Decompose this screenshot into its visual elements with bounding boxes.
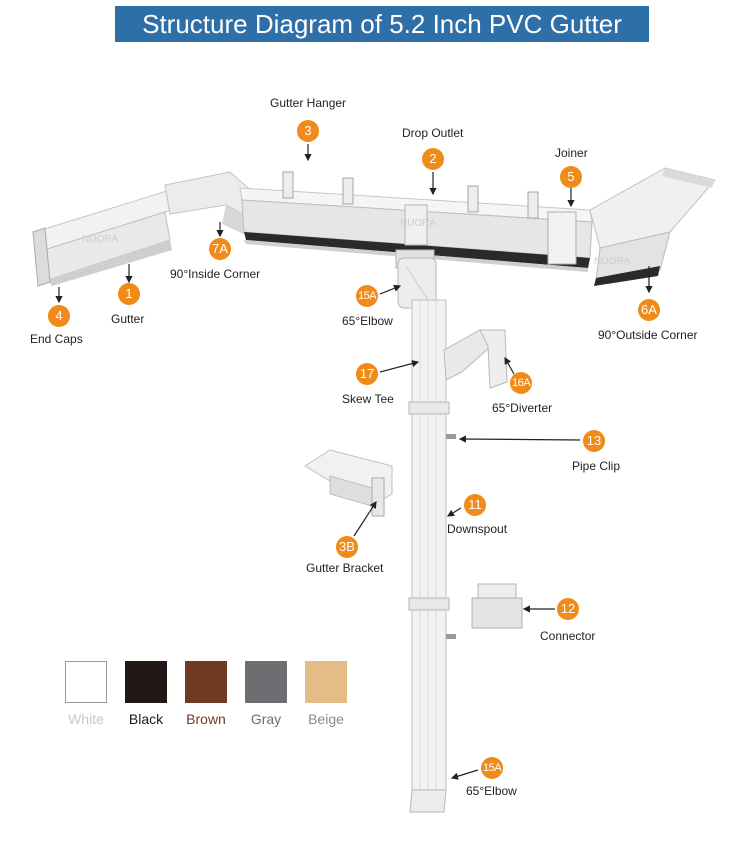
part-label: Gutter Hanger bbox=[270, 96, 347, 110]
skew-tee-and-diverter bbox=[443, 329, 508, 389]
joiner-piece bbox=[547, 211, 577, 265]
title-banner: Structure Diagram of 5.2 Inch PVC Gutter bbox=[115, 6, 649, 42]
part-number-badge: 11 bbox=[464, 494, 486, 516]
part-label: Skew Tee bbox=[342, 392, 394, 406]
part-label: Gutter Bracket bbox=[306, 561, 384, 575]
part-label: End Caps bbox=[30, 332, 83, 346]
color-swatch-black bbox=[125, 661, 167, 703]
part-label: Downspout bbox=[447, 522, 508, 536]
color-swatch-beige bbox=[305, 661, 347, 703]
color-name: Gray bbox=[250, 711, 282, 727]
color-name: Black bbox=[128, 711, 164, 727]
part-number-badge: 15A bbox=[481, 757, 503, 779]
part-number-badge: 1 bbox=[118, 283, 140, 305]
part-number-badge: 4 bbox=[48, 305, 70, 327]
part-number-badge: 15A bbox=[356, 285, 378, 307]
part-label: Gutter bbox=[111, 312, 145, 326]
part-label: Drop Outlet bbox=[402, 126, 464, 140]
elbow-bottom bbox=[409, 789, 447, 813]
color-swatch-brown bbox=[185, 661, 227, 703]
part-label: Pipe Clip bbox=[572, 459, 621, 473]
part-number-badge: 3B bbox=[336, 536, 358, 558]
gutter-bracket-piece bbox=[304, 449, 393, 517]
watermark: NUORA bbox=[400, 218, 437, 229]
connector-piece bbox=[471, 583, 523, 629]
part-label: 90°Inside Corner bbox=[170, 267, 261, 281]
part-number-badge: 17 bbox=[356, 363, 378, 385]
elbow-top bbox=[397, 257, 437, 309]
part-label: 65°Elbow bbox=[342, 314, 393, 328]
part-number-badge: 5 bbox=[560, 166, 582, 188]
gutter-hangers bbox=[282, 171, 539, 219]
part-number-badge: 12 bbox=[557, 598, 579, 620]
watermark: NUORA bbox=[594, 256, 631, 267]
color-swatch-gray bbox=[245, 661, 287, 703]
outside-corner-piece bbox=[589, 167, 716, 286]
part-label: 90°Outside Corner bbox=[598, 328, 698, 342]
part-number-badge: 2 bbox=[422, 148, 444, 170]
color-name: White bbox=[68, 711, 104, 727]
watermark: NUORA bbox=[82, 234, 119, 245]
part-number-badge: 7A bbox=[209, 238, 231, 260]
part-label: Connector bbox=[540, 629, 596, 643]
color-swatch-white bbox=[65, 661, 107, 703]
part-label: Joiner bbox=[555, 146, 588, 160]
part-number-badge: 16A bbox=[510, 372, 532, 394]
color-name: Brown bbox=[186, 711, 226, 727]
leader-arrows bbox=[55, 144, 653, 780]
end-cap bbox=[32, 227, 51, 287]
color-name: Beige bbox=[308, 711, 344, 727]
part-label: 65°Diverter bbox=[492, 401, 553, 415]
downspout-pipe bbox=[408, 299, 450, 791]
part-number-badge: 13 bbox=[583, 430, 605, 452]
pipe-clips bbox=[446, 434, 456, 639]
part-label: 65°Elbow bbox=[466, 784, 517, 798]
part-number-badge: 6A bbox=[638, 299, 660, 321]
part-number-badge: 3 bbox=[297, 120, 319, 142]
